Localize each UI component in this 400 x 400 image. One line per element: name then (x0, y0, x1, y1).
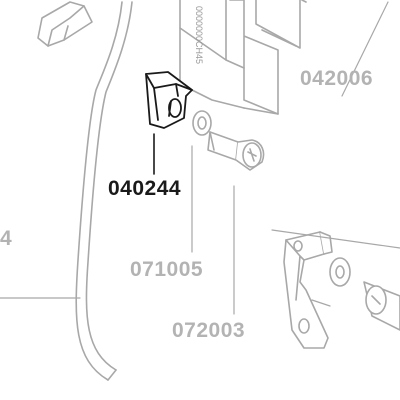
part-label-040244: 040244 (108, 177, 182, 200)
right-washer-part (329, 257, 351, 287)
bracket-edge-line (271, 229, 400, 249)
part-label-072003: 072003 (172, 319, 246, 342)
highlighted-part-040244 (145, 71, 193, 129)
leader-line-042006 (341, 1, 389, 97)
bracket-part (283, 231, 333, 349)
cable-part (75, 1, 133, 381)
part-label-071005: 071005 (130, 258, 204, 281)
part-label-042006: 042006 (300, 67, 374, 90)
top-left-clip-part (37, 1, 93, 47)
bracket-lower-line (311, 299, 331, 307)
part-label-left-partial: 4 (0, 227, 13, 250)
right-screw-part (363, 281, 400, 331)
washer-part (192, 110, 212, 136)
plate-stamp-text: 0000000CH45 (194, 6, 204, 65)
back-plate-part (179, 0, 307, 115)
screw-part (207, 131, 265, 171)
